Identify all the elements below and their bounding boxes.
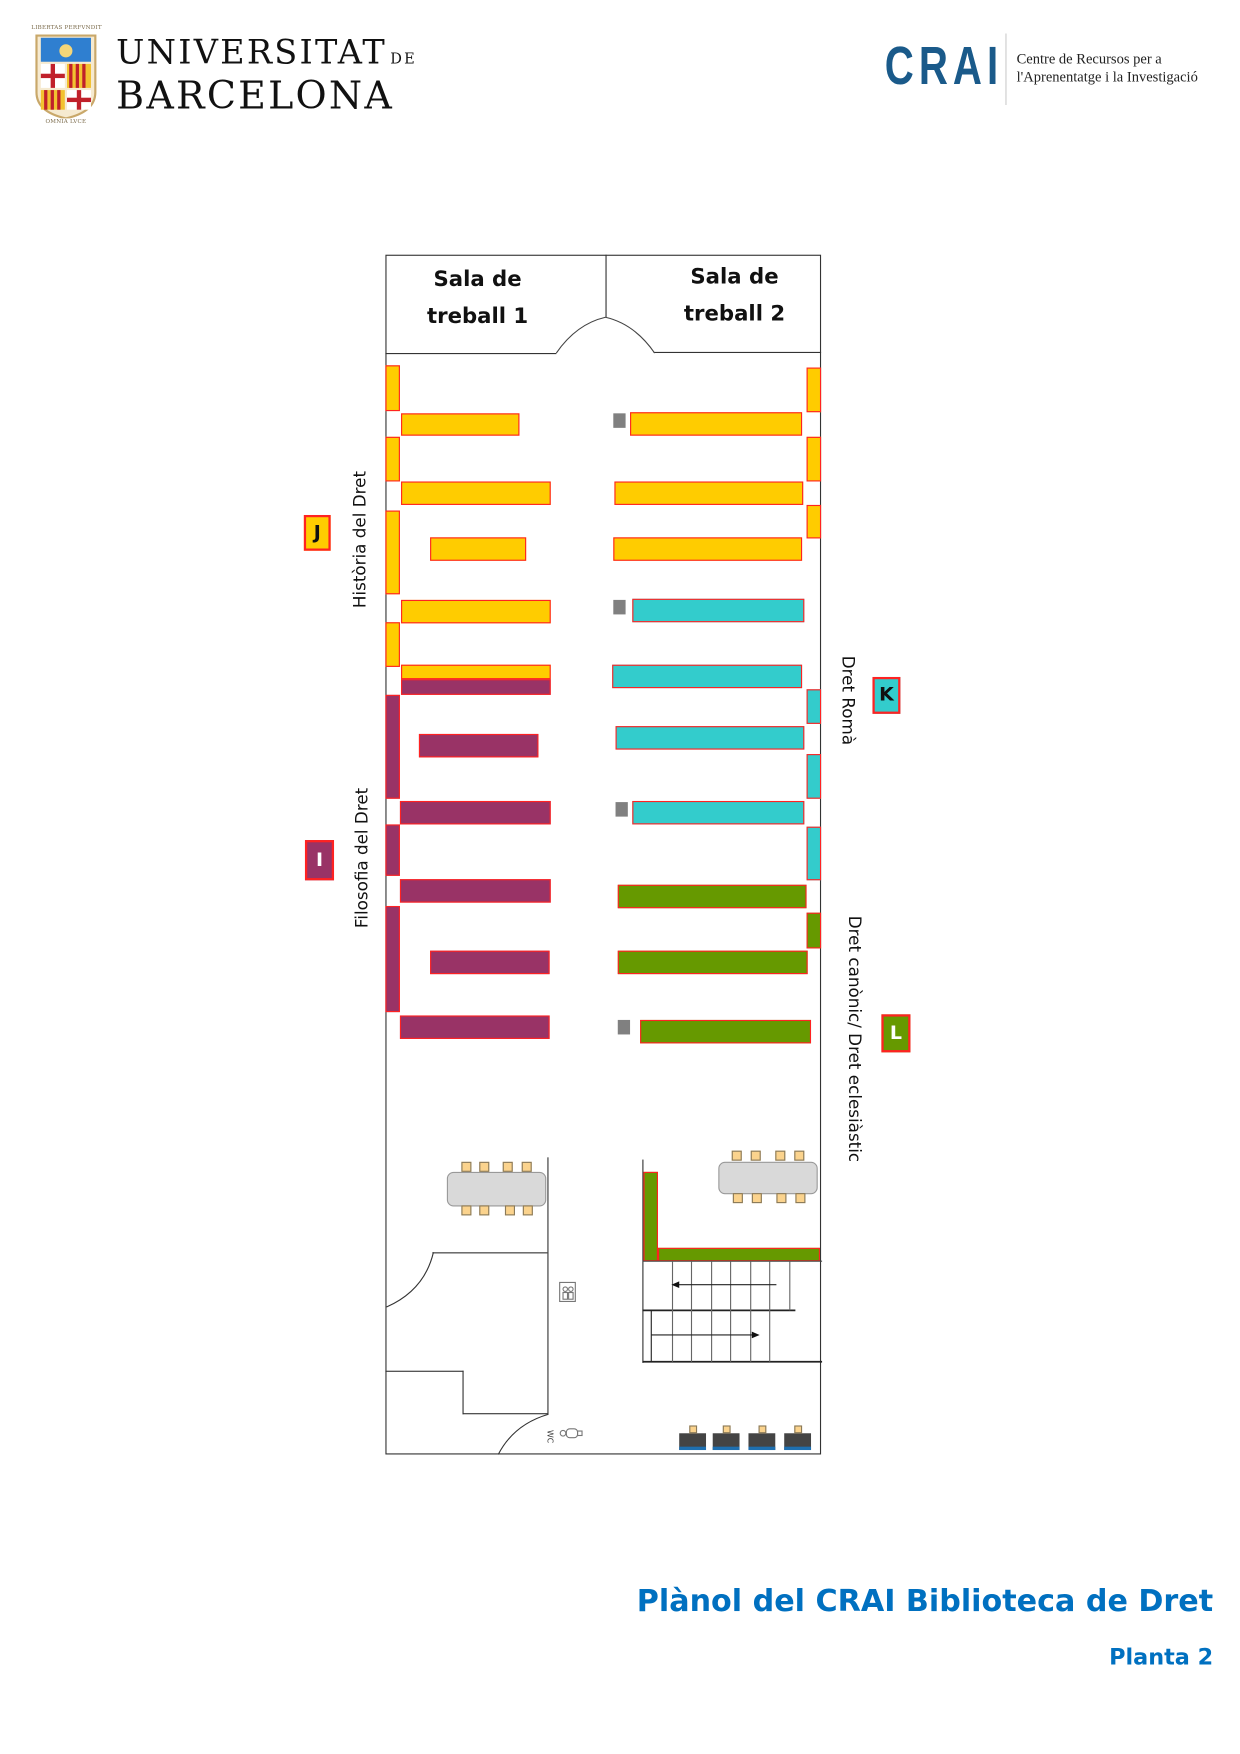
section-label-filosofia: Filosofia del Dret [351, 787, 373, 929]
shelf [385, 510, 400, 595]
shelf [385, 622, 400, 667]
section-label-historia: Història del Dret [349, 470, 370, 609]
shelf [617, 950, 808, 975]
computer-workstation [712, 1433, 740, 1451]
shelf [630, 412, 803, 436]
shelf [385, 365, 400, 412]
computer-workstation [748, 1433, 776, 1451]
crai-subtitle-line2: l'Aprenentatge i la Investigació [1016, 68, 1198, 85]
catalog-terminal [613, 413, 626, 428]
shelf [632, 598, 805, 623]
shelf [806, 367, 822, 413]
shelf [401, 679, 551, 695]
door-arc [386, 1252, 434, 1308]
shelf [385, 824, 400, 876]
shelf [806, 912, 822, 949]
shelf [612, 664, 803, 689]
shelf [385, 436, 400, 482]
section-tag-k: K [872, 676, 901, 714]
shelf [418, 733, 539, 758]
toilet-icon [559, 1428, 583, 1439]
shelf [401, 413, 520, 436]
study-table [446, 1171, 547, 1207]
shelf [399, 1015, 550, 1039]
section-tag-l: L [881, 1014, 911, 1053]
catalog-terminal [613, 599, 626, 615]
shelf [430, 950, 550, 975]
crai-subtitle-line1: Centre de Recursos per a [1016, 50, 1162, 68]
shelf [806, 436, 822, 482]
section-tag-i: I [304, 840, 335, 881]
wc-label: WC [545, 1430, 554, 1444]
computer-workstation [784, 1433, 812, 1451]
shelf [643, 1171, 658, 1262]
computer-workstation [679, 1433, 707, 1451]
door-arc [497, 1413, 549, 1455]
staircase [642, 1260, 823, 1363]
shelf [806, 689, 822, 724]
ub-wordmark-line1: UNIVERSITAT [116, 33, 387, 73]
shelf [399, 800, 551, 825]
section-label-dret-roma: Dret Romà [837, 655, 858, 746]
shelf [806, 754, 822, 799]
crai-divider [1005, 33, 1007, 106]
shelf [657, 1247, 820, 1262]
shelf [806, 504, 822, 539]
floor-subtitle: Planta 2 [1109, 1643, 1214, 1671]
crai-wordmark: CRAI [884, 36, 1004, 97]
shelf [613, 537, 803, 561]
shelf [617, 884, 807, 909]
section-label-dret-canonic: Dret canònic/ Dret eclesiàstic [844, 915, 865, 1163]
shelf [385, 905, 400, 1013]
door-arc [555, 316, 656, 354]
shelf [385, 694, 400, 799]
shelf [640, 1019, 812, 1044]
ub-logo: LIBERTAS PERFVNDIT OMNIA LVCE UNIVERSITA… [31, 24, 414, 128]
section-tag-j: J [303, 514, 331, 551]
study-table [718, 1161, 818, 1195]
shelf [430, 537, 527, 561]
shelf [806, 826, 822, 881]
shelf [632, 800, 805, 825]
shelf [614, 481, 804, 505]
crest-motto-bottom: OMNIA LVCE [45, 118, 87, 126]
crest-motto-top: LIBERTAS PERFVNDIT [31, 24, 102, 32]
shelf [401, 481, 551, 505]
catalog-terminal [617, 1019, 631, 1035]
ub-crest-icon [35, 34, 97, 119]
shelf [615, 726, 805, 750]
catalog-terminal [615, 802, 628, 817]
ub-wordmark-line2: BARCELONA [116, 73, 395, 119]
ub-wordmark-de: DE [390, 51, 417, 69]
crai-logo: CRAI Centre de Recursos per a l'Aprenent… [884, 33, 1240, 106]
shelf [401, 599, 551, 624]
shelf [401, 664, 551, 680]
plan-title: Plànol del CRAI Biblioteca de Dret [636, 1584, 1214, 1619]
shelf [399, 879, 551, 903]
elevator-icon [559, 1281, 576, 1303]
